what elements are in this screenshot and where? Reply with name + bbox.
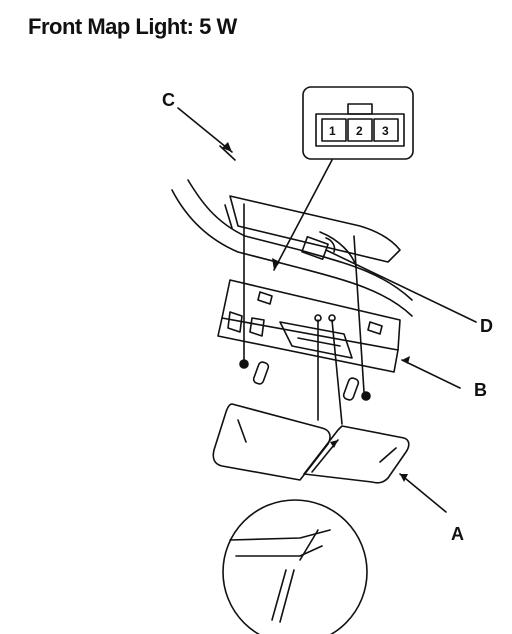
diagram-title: Front Map Light: 5 W bbox=[28, 14, 237, 39]
callout-c: C bbox=[162, 90, 175, 110]
arrowheads bbox=[222, 142, 410, 482]
pin-2-label: 2 bbox=[356, 124, 363, 138]
callout-a: A bbox=[451, 524, 464, 544]
roof-headliner bbox=[171, 145, 413, 317]
lens-left bbox=[212, 403, 331, 481]
leader-lines bbox=[177, 107, 477, 513]
light-housing bbox=[217, 279, 401, 373]
callout-d: D bbox=[480, 316, 493, 336]
bulbs bbox=[252, 361, 360, 401]
screws bbox=[239, 203, 371, 401]
guide-lines bbox=[314, 314, 343, 425]
pin-3-label: 3 bbox=[382, 124, 389, 138]
callout-b: B bbox=[474, 380, 487, 400]
detail-circle bbox=[222, 499, 368, 634]
lens-right bbox=[303, 425, 410, 484]
connector-inset bbox=[302, 86, 414, 160]
pin-1-label: 1 bbox=[329, 124, 336, 138]
